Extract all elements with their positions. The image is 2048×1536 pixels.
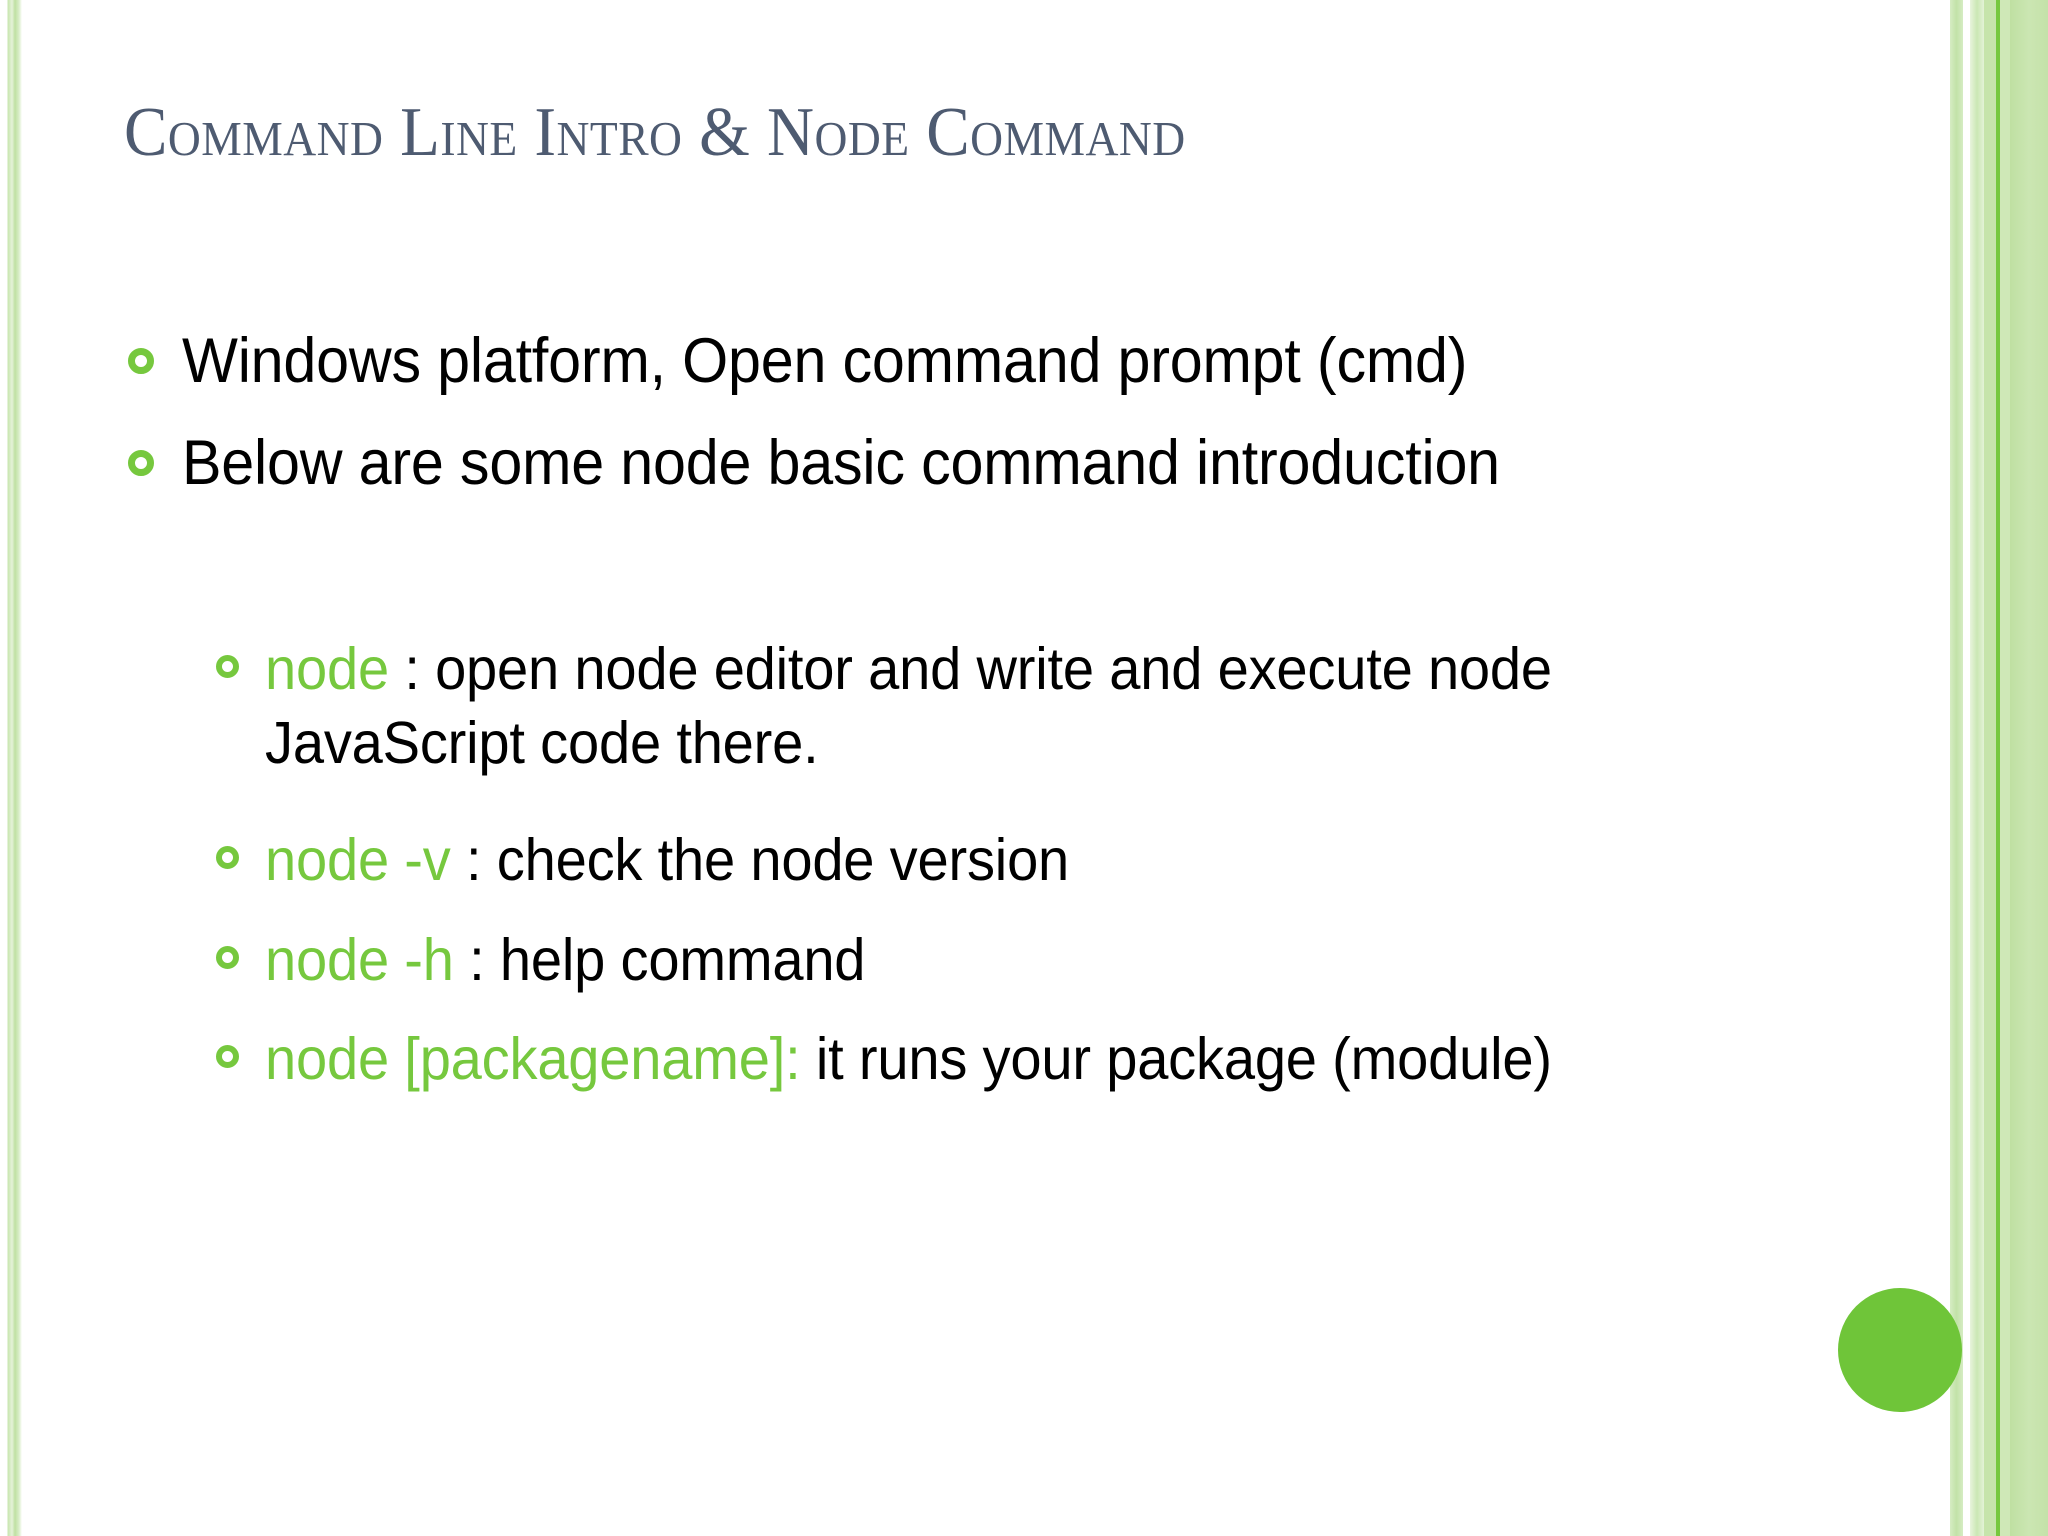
sub-bullet-item: node : open node editor and write and ex… (216, 632, 1776, 781)
ring-bullet-icon (128, 450, 154, 476)
slide-title: Command Line Intro & Node Command (124, 94, 1186, 171)
sub-bullet-item: node [packagename]: it runs your package… (216, 1022, 1776, 1096)
command-token: node -v (265, 827, 451, 893)
right-stripe-2 (1970, 0, 1984, 1536)
bullet-text: Below are some node basic command introd… (182, 428, 1500, 498)
slide-content: Windows platform, Open command prompt (c… (128, 322, 1776, 1096)
command-description: it runs your package (module) (800, 1026, 1552, 1092)
command-token: node -h (265, 927, 454, 993)
right-stripe-5 (2010, 0, 2048, 1536)
sub-bullet-text: node -v : check the node version (265, 823, 1700, 897)
right-stripe-accent (1996, 0, 2000, 1536)
command-token: node [packagename]: (265, 1026, 801, 1092)
bullet-text: Windows platform, Open command prompt (c… (182, 326, 1468, 396)
command-description: : check the node version (450, 827, 1070, 893)
bullet-item: Windows platform, Open command prompt (c… (128, 322, 1768, 400)
right-stripe-4 (2000, 0, 2010, 1536)
green-circle-decoration (1838, 1288, 1962, 1412)
ring-bullet-icon (216, 655, 239, 678)
right-green-stripe-band (1948, 0, 2048, 1536)
bullet-item: Below are some node basic command introd… (128, 424, 1768, 502)
sub-bullet-item: node -v : check the node version (216, 823, 1776, 897)
left-green-stripe (0, 0, 26, 1536)
ring-bullet-icon (216, 846, 239, 869)
command-token: node (265, 636, 389, 702)
command-description: : open node editor and write and execute… (265, 636, 1552, 777)
command-description: : help command (453, 927, 866, 993)
right-stripe-1 (1950, 0, 1963, 1536)
sub-bullet-item: node -h : help command (216, 923, 1776, 997)
ring-bullet-icon (216, 946, 239, 969)
ring-bullet-icon (216, 1045, 239, 1068)
sub-bullet-text: node : open node editor and write and ex… (265, 632, 1700, 781)
sub-bullet-text: node -h : help command (265, 923, 1700, 997)
right-stripe-3 (1984, 0, 1996, 1536)
sub-bullet-text: node [packagename]: it runs your package… (265, 1022, 1700, 1096)
ring-bullet-icon (128, 348, 154, 374)
